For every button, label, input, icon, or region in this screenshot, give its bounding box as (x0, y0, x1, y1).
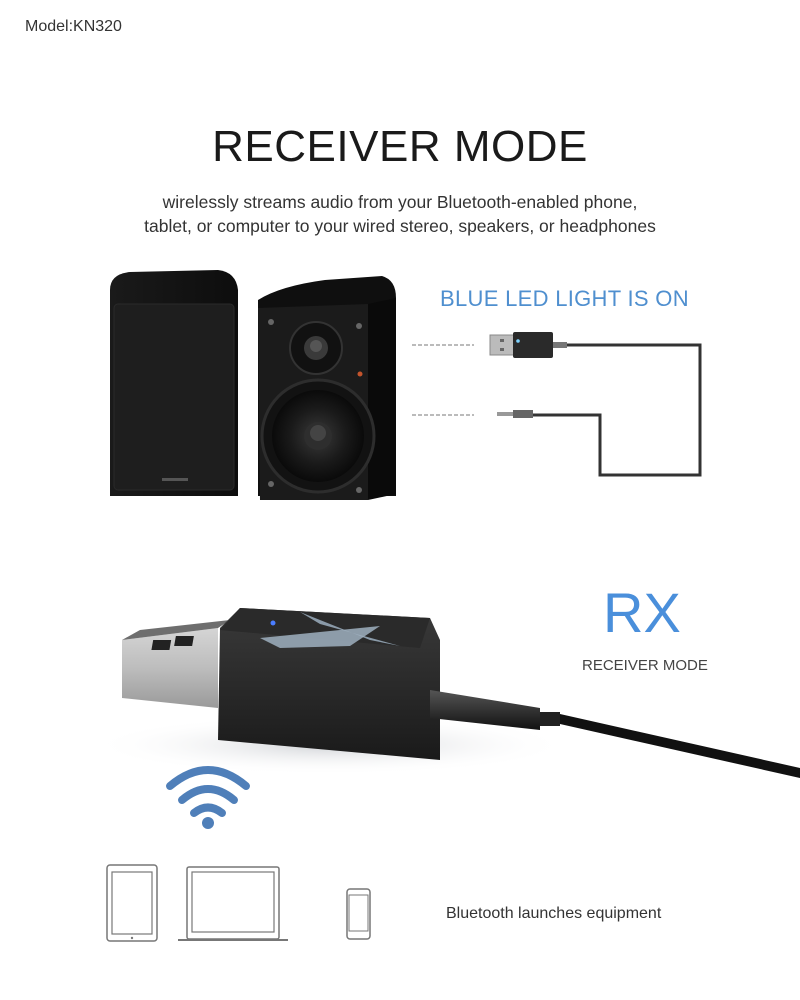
wireless-signal-icon (166, 766, 250, 829)
bluetooth-adapter-image (100, 608, 800, 778)
usb-adapter-icon (489, 332, 567, 358)
aux-jack-icon (497, 410, 533, 418)
mode-code: RX (603, 581, 681, 644)
connection-diagram (412, 332, 702, 477)
speakers-image (110, 270, 396, 500)
subtitle: wirelessly streams audio from your Bluet… (0, 190, 800, 238)
subtitle-line-2: tablet, or computer to your wired stereo… (144, 216, 656, 236)
page-title: RECEIVER MODE (212, 122, 588, 171)
tablet-icon (106, 864, 158, 942)
mode-label: RECEIVER MODE (582, 657, 708, 674)
subtitle-line-1: wirelessly streams audio from your Bluet… (162, 192, 638, 212)
devices-caption: Bluetooth launches equipment (446, 905, 662, 922)
led-status-text: BLUE LED LIGHT IS ON (440, 286, 689, 311)
laptop-icon (178, 866, 288, 941)
phone-icon (346, 888, 371, 940)
model-label: Model:KN320 (25, 18, 122, 35)
